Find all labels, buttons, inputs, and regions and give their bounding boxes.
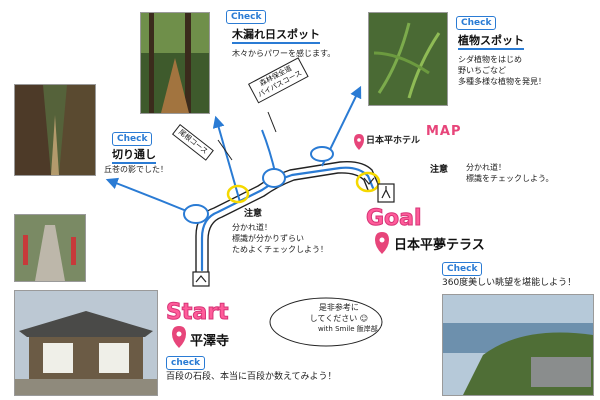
start-check-badge: check (166, 356, 206, 370)
start-place: 平澤寺 (190, 334, 230, 349)
kiritoshi-photo (14, 84, 96, 176)
caution-left-note: 分かれ道！ 標識が分かりずらい ためよくチェックしよう！ (232, 223, 328, 254)
kiritoshi-note: 丘苍の影でした！ (104, 165, 168, 174)
message-bubble (269, 297, 383, 347)
route-marker-3 (310, 146, 334, 162)
caution-right-label: 注意 (430, 165, 449, 175)
goal-check-badge: Check (442, 262, 483, 276)
arrow-to-kimorebi (212, 115, 241, 203)
goal-pin-icon (375, 232, 389, 254)
kimorebi-check-badge: Check (226, 10, 267, 24)
plants-check-badge: Check (456, 16, 497, 30)
goal-box-icon (377, 183, 395, 203)
map-title: MAP (426, 124, 462, 139)
smile-icon: ☺ (359, 314, 369, 323)
start-box-icon (192, 271, 210, 287)
temple-photo (14, 290, 158, 396)
kiritoshi-check-badge: Check (112, 132, 153, 146)
caution-left-label: 注意 (244, 209, 263, 219)
caution-circle-left (226, 184, 250, 204)
route-marker-2 (262, 168, 286, 188)
start-word: Start (166, 300, 230, 326)
kimorebi-photo (140, 12, 210, 114)
route-marker-1 (183, 204, 209, 224)
caution-circle-right (355, 171, 381, 193)
plants-photo (368, 12, 448, 106)
stairs-photo (14, 214, 86, 282)
main-road (195, 160, 379, 273)
kimorebi-title: 木漏れ日スポット (232, 28, 320, 44)
goal-chevron-icon (363, 177, 375, 185)
goal-check-text: 360度美しい眺望を堪能しよう！ (442, 278, 577, 288)
goal-word: Goal (366, 206, 423, 232)
hotel-label: 日本平ホテル (366, 136, 421, 146)
plants-title: 植物スポット (458, 34, 524, 50)
caution-right-note: 分かれ道！ 標識をチェックしよう。 (466, 163, 554, 183)
leader-bypass (267, 111, 277, 133)
terrace-view-photo (442, 294, 594, 396)
arrow-to-kiritoshi (105, 177, 195, 215)
hotel-pin-icon (354, 134, 364, 150)
kiritoshi-title: 切り通し (112, 148, 156, 164)
goal-place: 日本平夢テラス (394, 238, 485, 253)
start-check-text: 百段の石段、本当に百段か数えてみよう！ (166, 372, 337, 382)
kimorebi-note: 木々からパワーを感じます。 (232, 49, 336, 58)
leader-ridge (217, 139, 233, 161)
start-pin-icon (172, 326, 186, 348)
plants-note: シダ植物をはじめ 野いちごなど 多種多様な植物を発見！ (458, 55, 546, 86)
message-text: 是非参考に してください ☺ with Smile 飯岸部 (309, 303, 378, 333)
